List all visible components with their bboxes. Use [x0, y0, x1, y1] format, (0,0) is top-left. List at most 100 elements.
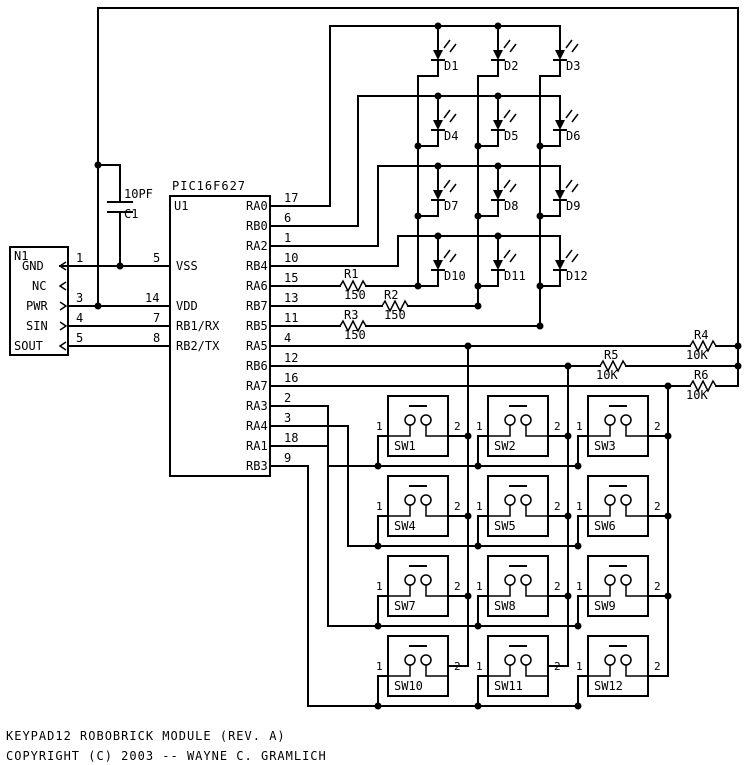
switch-label: SW3 [594, 439, 616, 453]
connector-pin-nc: NC [32, 279, 46, 293]
title-line-1: KEYPAD12 ROBOBRICK MODULE (REV. A) [6, 729, 286, 743]
led-d7: D7 [431, 179, 458, 213]
switch-label: SW2 [494, 439, 516, 453]
mcu-pin-label: RA6 [246, 279, 268, 293]
mcu-pin-num: 7 [153, 311, 160, 325]
mcu-pin-rb2: RB2/TX [176, 339, 220, 353]
led-label: D7 [444, 199, 458, 213]
switch-pin-2: 2 [654, 580, 661, 593]
resistor-value: 150 [344, 288, 366, 302]
switch-sw9: SW9 1 2 [576, 555, 661, 617]
led-d1: D1 [431, 39, 458, 73]
mcu-u1: PIC16F627 U1 VSS VDD RB1/RX RB2/TX 5 14 … [145, 179, 271, 477]
switch-pin-2: 2 [454, 500, 461, 513]
mcu-pin-num: 2 [284, 391, 291, 405]
connector-pin-sout: SOUT [14, 339, 43, 353]
connector-ref: N1 [14, 249, 28, 263]
resistor-r2: R2 150 [381, 288, 409, 322]
mcu-pin-num: 4 [284, 331, 291, 345]
led-d2: D2 [491, 39, 518, 73]
switch-pin-2: 2 [554, 420, 561, 433]
mcu-right-pins: RA017RB06RA21RB410RA615RB713RB511RA54RB6… [246, 191, 298, 473]
led-label: D6 [566, 129, 580, 143]
capacitor-value: 10PF [124, 187, 153, 201]
switch-label: SW4 [394, 519, 416, 533]
switch-label: SW7 [394, 599, 416, 613]
mcu-pin-label: RB3 [246, 459, 268, 473]
mcu-pin-num: 12 [284, 351, 298, 365]
switch-pin-1: 1 [376, 660, 383, 673]
mcu-pin-num: 6 [284, 211, 291, 225]
switch-pin-1: 1 [576, 420, 583, 433]
connector-pin-num: 4 [76, 311, 83, 325]
mcu-pin-label: RA1 [246, 439, 268, 453]
resistor-ref: R4 [694, 328, 708, 342]
led-label: D10 [444, 269, 466, 283]
resistor-value: 150 [384, 308, 406, 322]
switch-sw7: SW7 1 2 [376, 555, 461, 617]
switch-pin-2: 2 [654, 500, 661, 513]
switch-pin-1: 1 [576, 660, 583, 673]
connector-pin-num: 5 [76, 331, 83, 345]
switch-pin-2: 2 [654, 660, 661, 673]
mcu-pin-label: RA4 [246, 419, 268, 433]
capacitor-ref: C1 [124, 207, 138, 221]
mcu-pin-label: RB5 [246, 319, 268, 333]
resistor-ref: R6 [694, 368, 708, 382]
led-d10: D10 [431, 249, 466, 283]
switch-label: SW9 [594, 599, 616, 613]
led-label: D1 [444, 59, 458, 73]
mcu-pin-label: RA0 [246, 199, 268, 213]
mcu-pin-num: 16 [284, 371, 298, 385]
switch-pin-2: 2 [554, 500, 561, 513]
mcu-pin-num: 1 [284, 231, 291, 245]
title-line-2: COPYRIGHT (C) 2003 -- WAYNE C. GRAMLICH [6, 749, 327, 763]
mcu-pin-num: 10 [284, 251, 298, 265]
switch-label: SW10 [394, 679, 423, 693]
mcu-pin-num: 5 [153, 251, 160, 265]
mcu-pin-num: 9 [284, 451, 291, 465]
resistor-value: 10K [596, 368, 618, 382]
connector-pin-sin: SIN [26, 319, 48, 333]
led-wiring [269, 22, 561, 330]
mcu-pin-label: RA7 [246, 379, 268, 393]
switch-pin-2: 2 [454, 580, 461, 593]
switch-pin-1: 1 [476, 660, 483, 673]
switch-pin-2: 2 [454, 420, 461, 433]
led-d11: D11 [491, 249, 526, 283]
mcu-pin-vdd: VDD [176, 299, 198, 313]
switch-pin-1: 1 [576, 580, 583, 593]
connector-n1: N1 GND NC PWR SIN SOUT 1 3 4 5 [9, 246, 83, 356]
led-label: D3 [566, 59, 580, 73]
mcu-pin-rb1: RB1/RX [176, 319, 220, 333]
mcu-pin-num: 14 [145, 291, 159, 305]
switch-pin-1: 1 [376, 580, 383, 593]
led-label: D4 [444, 129, 458, 143]
mcu-pin-label: RB7 [246, 299, 268, 313]
led-label: D11 [504, 269, 526, 283]
mcu-part: PIC16F627 [172, 179, 246, 193]
switch-label: SW12 [594, 679, 623, 693]
led-d4: D4 [431, 109, 458, 143]
mcu-pin-num: 13 [284, 291, 298, 305]
mcu-pin-num: 15 [284, 271, 298, 285]
mcu-pin-label: RA5 [246, 339, 268, 353]
led-d6: D6 [553, 109, 580, 143]
capacitor-c1: 10PF C1 [107, 187, 153, 221]
led-label: D2 [504, 59, 518, 73]
resistor-value: 10K [686, 348, 708, 362]
mcu-pin-label: RA2 [246, 239, 268, 253]
resistor-ref: R2 [384, 288, 398, 302]
led-label: D5 [504, 129, 518, 143]
connector-pin-pwr: PWR [26, 299, 48, 313]
switch-pin-2: 2 [554, 580, 561, 593]
resistor-value: 10K [686, 388, 708, 402]
mcu-pin-num: 17 [284, 191, 298, 205]
